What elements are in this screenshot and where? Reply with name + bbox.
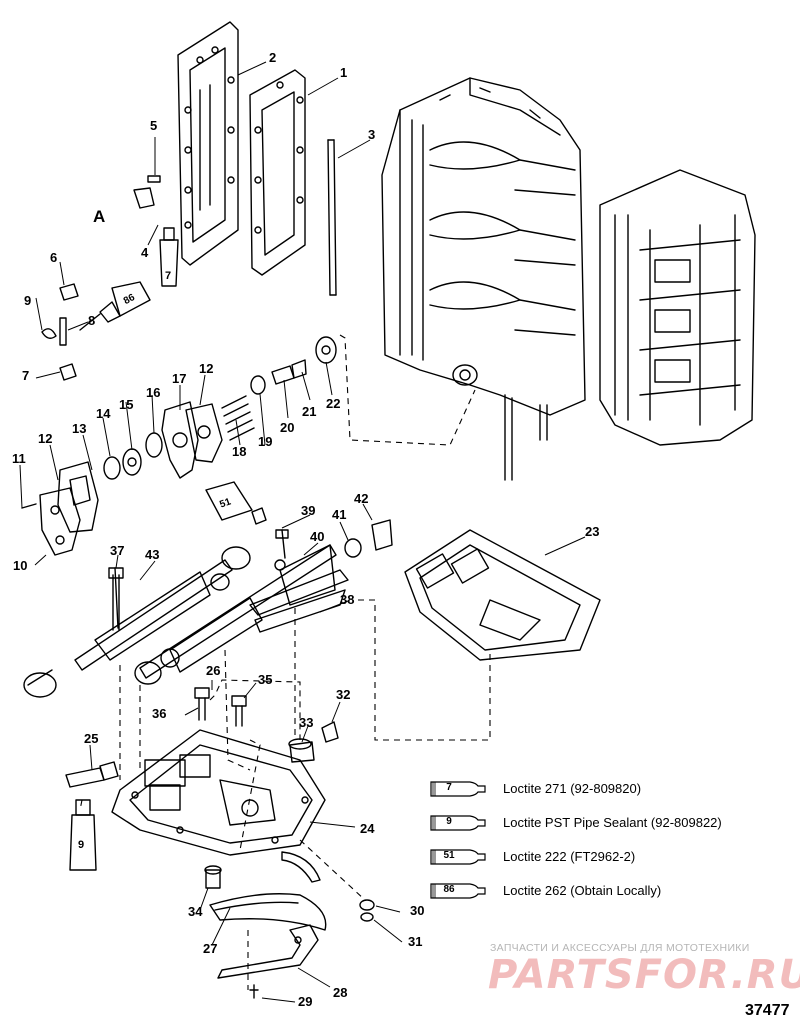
loctite-tube-9 [69,799,97,871]
seal-strip-3 [327,139,337,296]
legend-text: Loctite 271 (92-809820) [503,781,642,796]
callout-40: 40 [310,529,325,544]
gasket-23 [404,529,601,661]
legend-row: 51 Loctite 222 (FT2962-2) [430,846,790,880]
valve-assembly [21,336,337,556]
callout-34: 34 [188,904,203,919]
watermark-logo: PARTSFOR.RU [488,952,800,998]
callout-6: 6 [50,250,58,265]
callout-27: 27 [203,941,218,956]
callout-15: 15 [119,397,134,412]
legend-row: 7 Loctite 271 (92-809820) [430,778,790,812]
crankcase-cover [599,169,756,446]
callout-9: 9 [24,293,32,308]
loctite-tube-51 [205,481,267,525]
callout-37: 37 [110,543,125,558]
loctite-legend: 7 Loctite 271 (92-809820) 9 Loctite PST … [430,778,790,914]
seal-27 [209,851,327,931]
callout-43: 43 [145,547,160,562]
callout-17: 17 [172,371,187,386]
tube-icon [430,849,486,865]
callout-18: 18 [232,444,247,459]
gasket-2 [177,21,239,266]
legend-code: 51 [443,850,455,861]
callout-28: 28 [333,985,348,1000]
grommet-34 [204,865,222,889]
callout-21: 21 [302,404,317,419]
washer-30-31 [359,899,375,922]
bolts [108,529,289,999]
legend-row: 9 Loctite PST Pipe Sealant (92-809822) [430,812,790,846]
callout-23: 23 [585,524,600,539]
callout-3: 3 [368,127,376,142]
tube-mark-7: 7 [165,270,172,282]
callout-2: 2 [269,50,277,65]
fitting-25 [65,761,119,788]
callout-5: 5 [150,118,158,133]
callout-24: 24 [360,821,375,836]
clip-32 [321,721,339,743]
callout-12-right: 12 [199,361,214,376]
view-label-a: A [93,207,106,226]
callout-22: 22 [326,396,341,411]
callout-11: 11 [12,451,26,466]
tube-icon [430,815,486,831]
gasket-1 [249,69,306,276]
legend-row: 86 Loctite 262 (Obtain Locally) [430,880,790,914]
callout-16: 16 [146,385,161,400]
diagram-number: 37477 [745,1002,790,1019]
loctite-tube-7 [159,227,179,287]
callout-26: 26 [206,663,221,678]
callout-32: 32 [336,687,351,702]
cylinder-block [381,77,586,481]
tube-icon [430,883,486,899]
callout-12-left: 12 [38,431,53,446]
callout-33: 33 [299,715,314,730]
callout-4: 4 [141,245,149,260]
legend-code: 7 [446,782,452,793]
legend-text: Loctite 222 (FT2962-2) [503,849,636,864]
fitting-parts [41,175,161,381]
callout-36: 36 [152,706,167,721]
adapter-plate-24 [111,729,326,856]
callout-14: 14 [96,406,111,421]
tube-icon [430,781,486,797]
legend-text: Loctite 262 (Obtain Locally) [503,883,662,898]
legend-text: Loctite PST Pipe Sealant (92-809822) [503,815,722,830]
callout-35: 35 [258,672,273,687]
tube-mark-9: 9 [78,839,85,851]
callout-20: 20 [280,420,295,435]
legend-code: 86 [443,884,455,895]
callout-8: 8 [88,313,96,328]
callout-25: 25 [84,731,99,746]
callout-41: 41 [332,507,347,522]
callout-29: 29 [298,994,313,1009]
callout-19: 19 [258,434,273,449]
bracket-28 [217,924,319,979]
callout-1: 1 [340,65,348,80]
callout-13: 13 [72,421,87,436]
linkage-shafts [23,519,393,698]
callout-42: 42 [354,491,369,506]
callout-31: 31 [408,934,423,949]
callout-39: 39 [301,503,316,518]
legend-code: 9 [446,816,452,827]
callout-38: 38 [340,592,355,607]
callout-7: 7 [22,368,30,383]
watermark-tagline: ЗАПЧАСТИ И АКСЕССУАРЫ ДЛЯ МОТОТЕХНИКИ [490,942,750,954]
callout-30: 30 [410,903,425,918]
loctite-tube-86 [79,281,151,331]
callout-10: 10 [13,558,28,573]
